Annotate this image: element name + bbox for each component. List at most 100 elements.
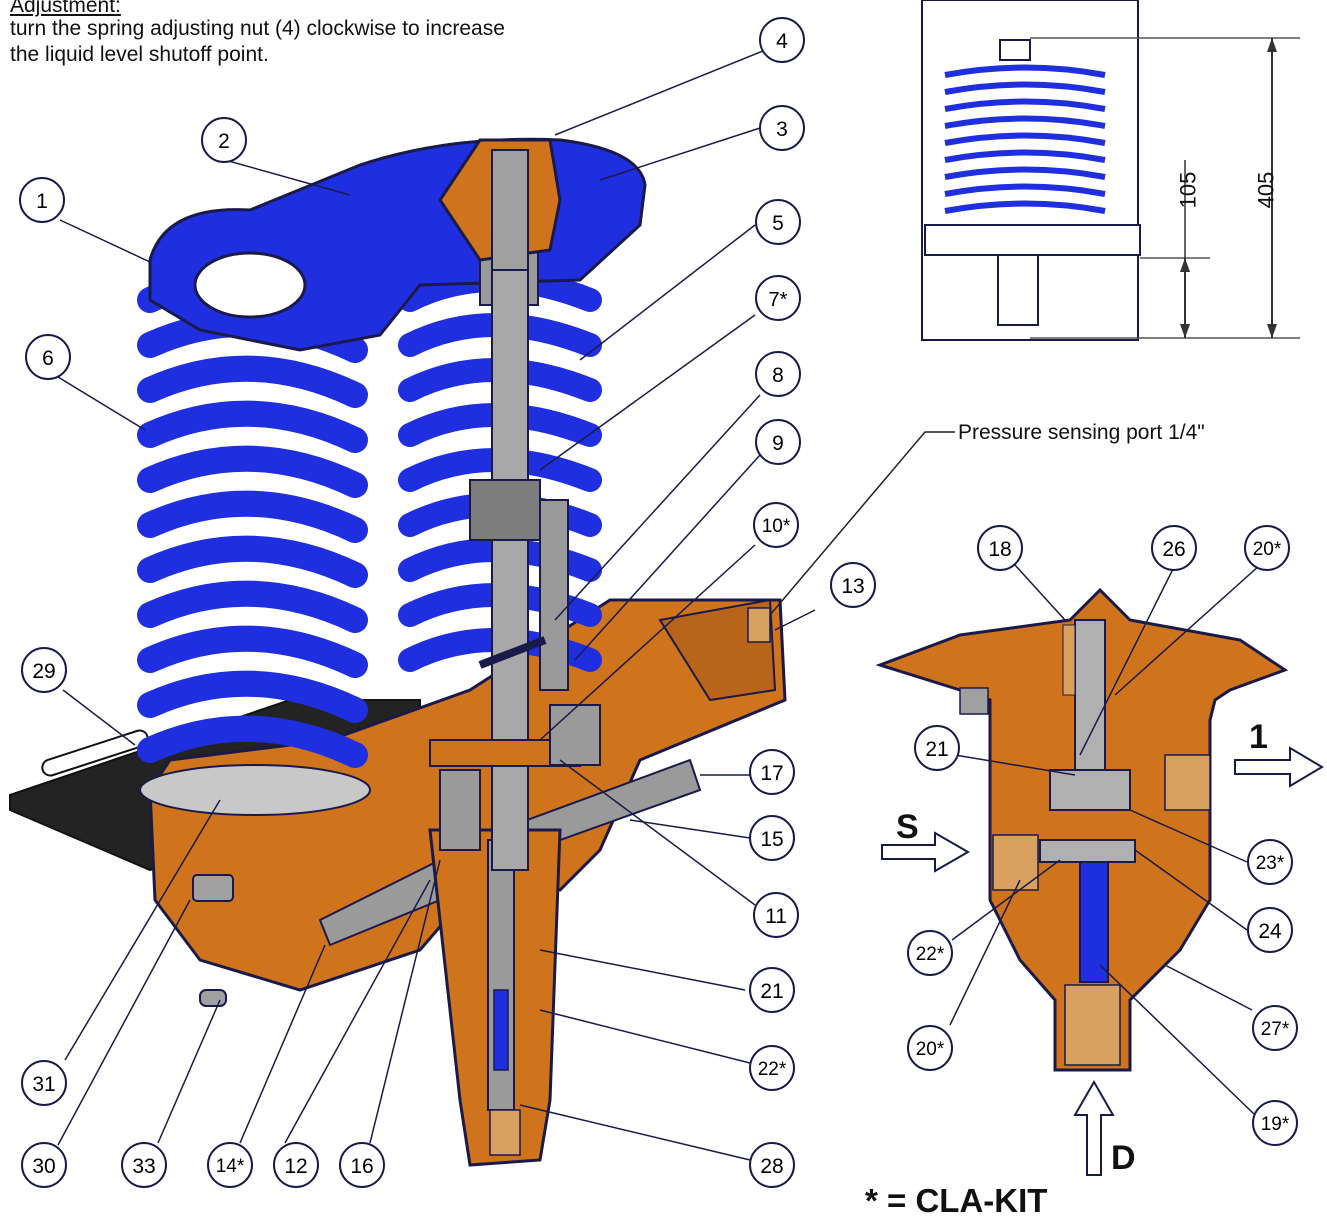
detail-piston — [1049, 769, 1131, 811]
flow-arrow-drain — [1073, 1079, 1115, 1176]
hex-bolt — [192, 874, 234, 902]
yoke-eye — [193, 251, 307, 319]
callout-1-label: 1 — [36, 190, 48, 213]
callout-7: 7* — [755, 275, 801, 321]
pressure-port-label: Pressure sensing port 1/4" — [958, 421, 1205, 444]
callout-6: 6 — [25, 334, 71, 380]
detail-callout-21-label: 21 — [925, 738, 948, 761]
callout-10: 10* — [753, 502, 799, 548]
callout-2-label: 2 — [218, 130, 230, 153]
callout-8: 8 — [755, 351, 801, 397]
cross-pin — [478, 636, 547, 669]
detail-callout-26-label: 26 — [1162, 538, 1185, 561]
callout-22: 22* — [749, 1045, 795, 1091]
left-spring — [137, 263, 368, 768]
callout-17-label: 17 — [760, 762, 783, 785]
dim-105-arrow-b — [1180, 324, 1190, 338]
detail-section — [875, 587, 1324, 1176]
detail-callout-20b-label: 20* — [916, 1039, 945, 1060]
callout-9-label: 9 — [772, 432, 784, 455]
elevation-stub — [997, 254, 1039, 326]
callout-12: 12 — [273, 1142, 319, 1188]
detail-callout-24-label: 24 — [1258, 920, 1282, 943]
callouts: 4 3 2 1 5 7* 6 8 9 10* 13 29 17 15 11 21… — [19, 17, 1298, 1188]
callout-31-label: 31 — [32, 1073, 55, 1096]
callout-3-label: 3 — [776, 118, 788, 141]
callout-21-label: 21 — [760, 980, 783, 1003]
detail-callout-27-label: 27* — [1261, 1019, 1290, 1040]
detail-spring — [1079, 861, 1109, 983]
callout-4: 4 — [759, 17, 805, 63]
flow-arrow-outlet — [1234, 746, 1324, 788]
callout-22-label: 22* — [758, 1059, 787, 1080]
dimension-lower: 105 — [1175, 171, 1201, 209]
nut-bore — [491, 149, 529, 271]
callout-4-label: 4 — [776, 30, 788, 53]
dim-105-arrow-a — [1180, 258, 1190, 272]
detail-top-thread — [1062, 624, 1076, 696]
flow-label-drain: D — [1111, 1139, 1136, 1177]
detail-outlet-thread — [1164, 754, 1211, 811]
callout-30-label: 30 — [32, 1155, 55, 1178]
callout-33: 33 — [121, 1142, 167, 1188]
detail-callout-21: 21 — [914, 725, 960, 771]
callout-13-label: 13 — [841, 575, 864, 598]
elevation-cap — [999, 39, 1031, 61]
callout-14-label: 14* — [216, 1156, 245, 1177]
callout-33-label: 33 — [132, 1155, 155, 1178]
callout-11-label: 11 — [765, 905, 787, 928]
adjustment-title: Adjustment: — [10, 0, 121, 17]
callout-16: 16 — [339, 1142, 385, 1188]
callout-1: 1 — [19, 177, 65, 223]
bottom-thread — [489, 1109, 521, 1156]
stem-sleeve — [539, 499, 569, 691]
side-block — [549, 704, 601, 766]
detail-callout-19-label: 19* — [1261, 1114, 1290, 1135]
detail-callout-22: 22* — [907, 930, 953, 976]
callout-12-label: 12 — [284, 1155, 307, 1178]
adjustment-instructions: turn the spring adjusting nut (4) clockw… — [10, 16, 505, 68]
callout-28: 28 — [749, 1142, 795, 1188]
callout-11: 11 — [753, 892, 799, 938]
elevation-base — [924, 224, 1141, 256]
port-thread — [747, 607, 771, 643]
detail-left-nut — [959, 687, 989, 715]
bottom-spring-core — [493, 989, 509, 1071]
bracket-slot — [41, 729, 149, 777]
detail-seat — [1039, 839, 1136, 863]
detail-callout-22-label: 22* — [916, 944, 945, 965]
detail-callout-24: 24 — [1247, 907, 1293, 953]
callout-leaders — [57, 39, 1261, 1161]
detail-callout-20a-label: 20* — [1253, 539, 1282, 560]
callout-7-label: 7* — [769, 289, 788, 311]
detail-callout-20b: 20* — [907, 1025, 953, 1071]
callout-30: 30 — [21, 1142, 67, 1188]
callout-31: 31 — [21, 1060, 67, 1106]
dim-405-arrow-a — [1267, 38, 1277, 52]
callout-5-label: 5 — [772, 212, 784, 235]
flow-label-supply: S — [896, 808, 919, 846]
lower-block — [439, 769, 481, 851]
adjustment-line-1: turn the spring adjusting nut (4) clockw… — [10, 17, 505, 40]
detail-callout-26: 26 — [1151, 525, 1197, 571]
callout-13: 13 — [830, 562, 876, 608]
detail-callout-18-label: 18 — [988, 538, 1011, 561]
detail-callout-18: 18 — [977, 525, 1023, 571]
detail-callout-19: 19* — [1252, 1100, 1298, 1146]
callout-8-label: 8 — [772, 364, 784, 387]
detail-callout-23: 23* — [1247, 839, 1293, 885]
flow-label-outlet: 1 — [1249, 718, 1268, 756]
elevation-view — [921, 0, 1300, 341]
elevation-spring — [944, 64, 1106, 214]
callout-29: 29 — [21, 647, 67, 693]
callout-10-label: 10* — [762, 516, 791, 537]
dimension-overall: 405 — [1253, 171, 1279, 209]
detail-callout-20a: 20* — [1244, 525, 1290, 571]
detail-stem — [1074, 619, 1106, 771]
adjustment-line-2: the liquid level shutoff point. — [10, 43, 269, 66]
callout-16-label: 16 — [350, 1155, 373, 1178]
bolt-tip — [199, 989, 227, 1007]
flow-arrow-supply — [881, 831, 971, 873]
callout-21: 21 — [749, 967, 795, 1013]
callout-15: 15 — [749, 815, 795, 861]
